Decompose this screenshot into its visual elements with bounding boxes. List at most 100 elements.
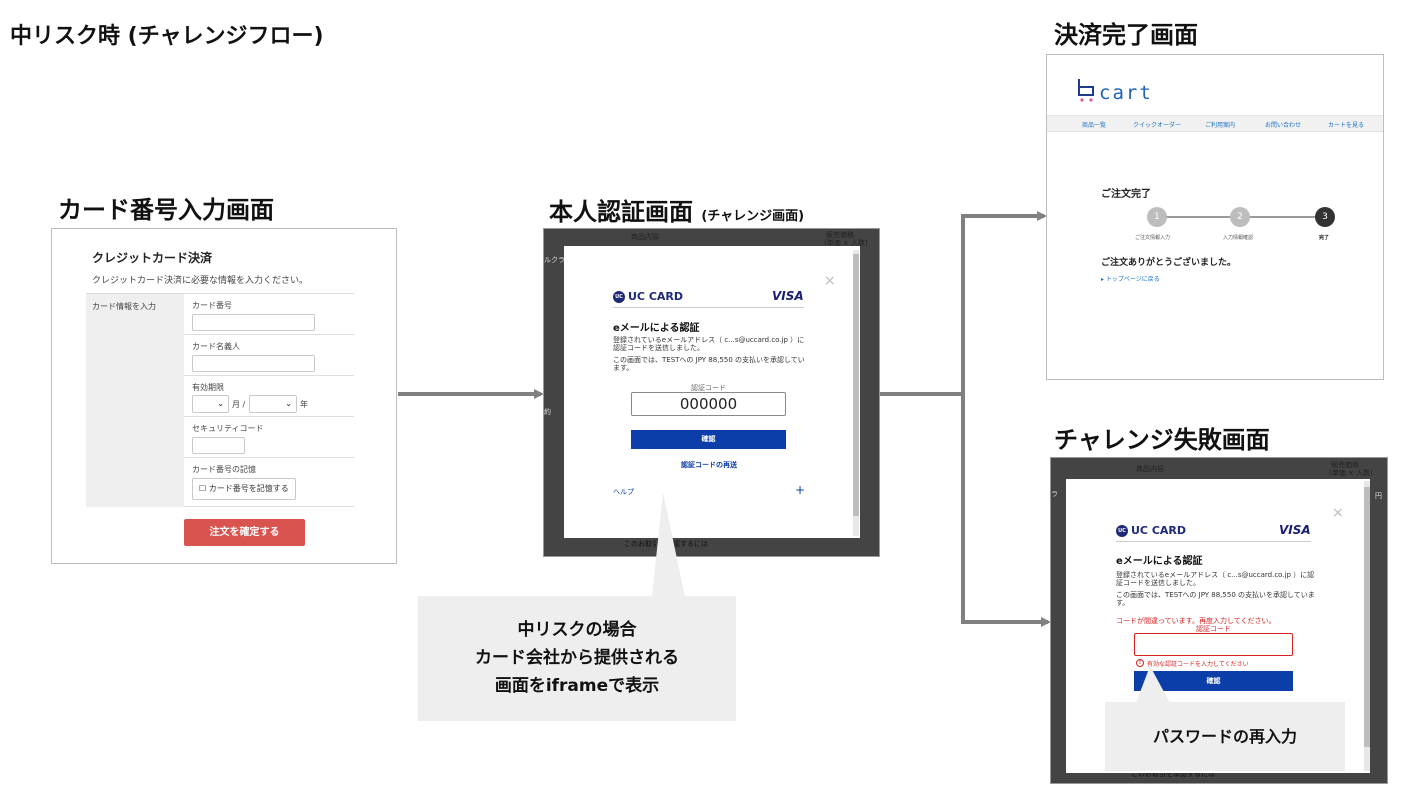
- fail-bg-right-text: 円: [1375, 492, 1382, 500]
- bcart-logo-text: cart: [1099, 82, 1153, 104]
- fail-bg-col-product: 商品内容: [1136, 465, 1164, 473]
- security-label: セキュリティコード: [192, 424, 264, 433]
- uc-card-logo: UC UC CARD: [613, 290, 683, 303]
- plus-icon[interactable]: +: [795, 483, 806, 497]
- step-1-label: ご注文情報入力: [1135, 235, 1171, 241]
- fail-text-email: 登録されているeメールアドレス（ c...s@uccard.co.jp ）に認証…: [1116, 571, 1315, 587]
- fail-code-label: 認証コード: [1196, 625, 1231, 633]
- nav-item-products[interactable]: 商品一覧: [1082, 122, 1107, 129]
- fail-screen-title: チャレンジ失敗画面: [1054, 426, 1270, 454]
- bcart-logo-icon: [1078, 79, 1094, 102]
- auth-text-email: 登録されているeメールアドレス（ c...s@uccard.co.jp ）に認証…: [613, 336, 805, 352]
- confirm-button[interactable]: 確認: [631, 430, 786, 449]
- auth-screen-title: 本人認証画面 (チャレンジ画面): [549, 192, 804, 227]
- bg-left-text: ルクラ: [544, 256, 565, 264]
- medium-risk-line-1: 中リスクの場合: [517, 620, 637, 640]
- remember-checkbox[interactable]: ☐ カード番号を記憶する: [192, 478, 296, 500]
- help-link[interactable]: ヘルプ: [613, 488, 634, 496]
- main-title: 中リスク時 (チャレンジフロー): [10, 24, 324, 49]
- fail-modal-scrollbar[interactable]: [1364, 481, 1370, 771]
- nav-item-cart[interactable]: カートを見る: [1328, 122, 1365, 129]
- nav-item-quick-order[interactable]: クイックオーダー: [1133, 122, 1182, 129]
- expiry-year-select[interactable]: ⌄: [249, 395, 297, 413]
- uc-logo-mark: UC: [1116, 524, 1128, 537]
- card-number-input[interactable]: [192, 314, 315, 331]
- confirm-order-button[interactable]: 注文を確定する: [184, 519, 305, 546]
- bg-col-product: 商品内容: [631, 233, 659, 241]
- fail-code-input[interactable]: [1134, 633, 1293, 656]
- auth-text-payment: この画面では、TESTへの JPY 88,550 の支払いを承認しています。: [613, 356, 805, 372]
- checkbox-icon: ☐: [199, 484, 207, 493]
- order-complete-heading: ご注文完了: [1101, 189, 1151, 200]
- reenter-pointer: [1136, 666, 1170, 703]
- fail-confirm-button[interactable]: 確認: [1134, 671, 1293, 691]
- complete-screen-title: 決済完了画面: [1054, 21, 1198, 49]
- fail-text-payment: この画面では、TESTへの JPY 88,550 の支払いを承認しています。: [1116, 591, 1315, 607]
- holder-input[interactable]: [192, 355, 315, 372]
- fail-bg-left-text: ラ: [1051, 490, 1058, 498]
- medium-risk-pointer: [652, 492, 685, 597]
- fail-auth-title: eメールによる認証: [1116, 556, 1203, 567]
- visa-logo: VISA: [1279, 523, 1311, 537]
- security-row: セキュリティコード: [184, 416, 354, 457]
- holder-row: カード名義人: [184, 334, 354, 375]
- security-input[interactable]: [192, 437, 245, 454]
- card-number-row: カード番号: [184, 293, 354, 334]
- scrollbar-thumb[interactable]: [1364, 487, 1370, 747]
- remember-label: カード番号の記憶: [192, 465, 256, 474]
- modal-divider: [613, 307, 804, 308]
- auth-screen-title-sub: (チャレンジ画面): [701, 209, 805, 224]
- bg-col-price: 販売価格: [826, 231, 854, 239]
- expiry-month-select[interactable]: ⌄: [192, 395, 229, 413]
- error-message: コードが間違っています。再度入力してください。: [1116, 617, 1276, 625]
- bg-left-text-2: 約: [544, 408, 551, 416]
- modal-scrollbar[interactable]: [853, 250, 859, 536]
- card-form-description: クレジットカード決済に必要な情報を入力ください。: [92, 276, 309, 286]
- holder-label: カード名義人: [192, 342, 240, 351]
- error-hint: 有効な認証コードを入力してください: [1147, 661, 1249, 668]
- medium-risk-callout: 中リスクの場合 カード会社から提供される 画面をiframeで表示: [418, 596, 736, 721]
- card-screen-title: カード番号入力画面: [58, 196, 274, 224]
- chevron-down-icon: ⌄: [285, 399, 292, 408]
- card-number-label: カード番号: [192, 301, 232, 310]
- reenter-callout: パスワードの再入力: [1105, 702, 1345, 771]
- modal-divider: [1116, 541, 1311, 542]
- month-unit: 月 /: [232, 400, 246, 409]
- uc-logo-text: UC CARD: [628, 290, 684, 303]
- step-2-label: 入力情報確認: [1223, 235, 1254, 241]
- fail-bg-col-price: 販売価格: [1331, 461, 1359, 469]
- bg-col-price-sub: (単価 × 入数): [824, 239, 868, 247]
- resend-code-link[interactable]: 認証コードの再送: [681, 461, 737, 469]
- year-unit: 年: [300, 400, 308, 409]
- fail-bg-bottom-text: このお取引を承認するには: [1131, 770, 1215, 778]
- visa-logo: VISA: [772, 289, 804, 303]
- nav-item-guide[interactable]: ご利用案内: [1205, 122, 1236, 129]
- expiry-row: 有効期限 ⌄ 月 / ⌄ 年: [184, 375, 354, 416]
- close-icon[interactable]: ×: [1332, 505, 1344, 521]
- remember-row: カード番号の記憶 ☐ カード番号を記憶する: [184, 457, 354, 507]
- nav-item-contact[interactable]: お問い合わせ: [1265, 122, 1302, 129]
- auth-modal: × UC UC CARD VISA eメールによる認証 登録されているeメールア…: [564, 246, 860, 538]
- error-icon: !: [1136, 659, 1144, 667]
- auth-title: eメールによる認証: [613, 323, 700, 334]
- back-to-top-link[interactable]: ▸ トップページに戻る: [1101, 276, 1160, 283]
- uc-card-logo: UC UC CARD: [1116, 524, 1186, 537]
- auth-screen-title-main: 本人認証画面: [549, 198, 693, 226]
- complete-screen: cart 商品一覧 クイックオーダー ご利用案内 お問い合わせ カートを見る ご…: [1046, 54, 1384, 380]
- card-form-section-label: カード情報を入力: [92, 302, 156, 311]
- card-form-title: クレジットカード決済: [92, 251, 213, 265]
- store-nav: 商品一覧 クイックオーダー ご利用案内 お問い合わせ カートを見る: [1047, 115, 1383, 132]
- close-icon[interactable]: ×: [824, 273, 836, 289]
- medium-risk-line-2: カード会社から提供される: [475, 648, 679, 668]
- medium-risk-line-3: 画面をiframeで表示: [494, 676, 660, 696]
- step-2-circle: 2: [1230, 207, 1250, 227]
- code-input[interactable]: 000000: [631, 392, 786, 416]
- step-3-circle: 3: [1315, 207, 1335, 227]
- bcart-logo: cart: [1077, 77, 1153, 103]
- uc-logo-mark: UC: [613, 290, 625, 303]
- scrollbar-thumb[interactable]: [853, 254, 859, 516]
- card-form-section: カード情報を入力: [86, 293, 184, 507]
- expiry-label: 有効期限: [192, 383, 224, 392]
